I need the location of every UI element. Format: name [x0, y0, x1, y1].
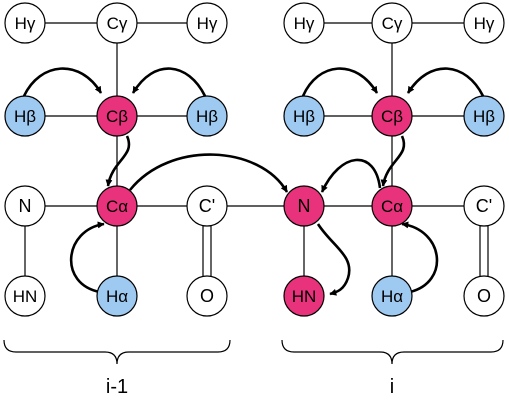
- arrow-ca-to-n-res2: [320, 158, 382, 193]
- atom-circle: [4, 95, 46, 137]
- atom-circle: [463, 185, 505, 227]
- atom-label: Hα: [106, 287, 128, 306]
- atom-label: Hβ: [473, 107, 495, 126]
- atom-cb-res1: Cβ: [96, 95, 138, 137]
- atom-circle: [463, 95, 505, 137]
- residue-label-i: i: [390, 376, 394, 398]
- atom-ca-res1: Cα: [96, 185, 138, 227]
- atom-circle: [283, 95, 325, 137]
- atom-circle: [96, 275, 138, 317]
- atom-label: Cγ: [382, 14, 403, 33]
- atom-label: Hβ: [196, 107, 218, 126]
- arrow-hb-right-to-cb-res2: [406, 67, 485, 97]
- atom-cb-res2: Cβ: [371, 95, 413, 137]
- residue-label-i-minus-1: i-1: [106, 376, 128, 398]
- atom-c-res2: C': [463, 185, 505, 227]
- atom-cg-res1: Cγ: [96, 2, 138, 44]
- atom-label: Hα: [381, 287, 403, 306]
- atom-circle: [283, 185, 325, 227]
- atom-hb-left-res1: Hβ: [4, 95, 46, 137]
- atom-hb-right-res2: Hβ: [463, 95, 505, 137]
- atom-o-res1: O: [186, 275, 228, 317]
- transfer-arrows: [22, 67, 485, 296]
- atom-circle: [96, 2, 138, 44]
- atom-circle: [463, 2, 505, 44]
- atom-label: C': [199, 196, 215, 216]
- atom-ha-res1: Hα: [96, 275, 138, 317]
- arrow-ha-to-ca-res2: [401, 221, 439, 294]
- atom-circle: [186, 185, 228, 227]
- atom-label: Cγ: [107, 14, 128, 33]
- atom-label: N: [19, 196, 32, 216]
- atom-ha-res2: Hα: [371, 275, 413, 317]
- atom-o-res2: O: [463, 275, 505, 317]
- atom-label: HN: [292, 287, 317, 306]
- arrow-ca-res1-to-n-res2: [128, 153, 289, 193]
- arrow-cb-to-ca-res1: [105, 135, 131, 187]
- brace-residue-i-minus-1: [3, 339, 231, 365]
- residue-braces: [3, 339, 504, 365]
- arrow-n-to-hn-res2: [316, 223, 351, 296]
- atom-circle: [4, 185, 46, 227]
- arrow-ha-to-ca-res1: [69, 221, 105, 294]
- arrow-cb-to-ca-res2: [380, 135, 406, 187]
- atom-label: Cα: [381, 197, 403, 216]
- atom-n-res1: N: [4, 185, 46, 227]
- atom-label: Hγ: [15, 14, 36, 33]
- atom-circle: [186, 2, 228, 44]
- atom-label: Hβ: [14, 107, 36, 126]
- atom-hg-left-res1: Hγ: [4, 2, 46, 44]
- atom-circle: [4, 2, 46, 44]
- atom-circle: [96, 95, 138, 137]
- atom-hg-left-res2: Hγ: [283, 2, 325, 44]
- atom-circle: [371, 2, 413, 44]
- atom-hb-left-res2: Hβ: [283, 95, 325, 137]
- atom-label: O: [200, 286, 214, 306]
- atom-label: Hγ: [197, 14, 218, 33]
- atom-hn-res2: HN: [283, 275, 325, 317]
- atom-label: Hγ: [474, 14, 495, 33]
- atom-n-res2: N: [283, 185, 325, 227]
- atom-ca-res2: Cα: [371, 185, 413, 227]
- atom-hg-right-res2: Hγ: [463, 2, 505, 44]
- atom-circle: [96, 185, 138, 227]
- atom-label: HN: [13, 287, 38, 306]
- atom-label: Hβ: [293, 107, 315, 126]
- atom-circle: [186, 275, 228, 317]
- bonds: [24, 22, 489, 296]
- arrow-hb-left-to-cb-res1: [22, 67, 103, 97]
- atom-label: N: [298, 196, 311, 216]
- atom-label: O: [477, 286, 491, 306]
- atom-label: Cβ: [381, 107, 403, 126]
- atom-label: Cα: [106, 197, 128, 216]
- atom-hb-right-res1: Hβ: [186, 95, 228, 137]
- atom-circle: [371, 185, 413, 227]
- atom-circle: [4, 275, 46, 317]
- atom-label: C': [476, 196, 492, 216]
- atom-circle: [371, 275, 413, 317]
- atom-label: Hγ: [294, 14, 315, 33]
- atom-circle: [371, 95, 413, 137]
- atom-c-res1: C': [186, 185, 228, 227]
- atom-circle: [283, 2, 325, 44]
- atom-label: Cβ: [106, 107, 128, 126]
- atom-circle: [283, 275, 325, 317]
- arrow-hb-left-to-cb-res2: [301, 67, 379, 97]
- atom-hg-right-res1: Hγ: [186, 2, 228, 44]
- atom-cg-res2: Cγ: [371, 2, 413, 44]
- atom-circle: [463, 275, 505, 317]
- atom-circle: [186, 95, 228, 137]
- arrow-hb-right-to-cb-res1: [131, 67, 207, 97]
- atom-hn-res1: HN: [4, 275, 46, 317]
- brace-residue-i: [281, 339, 504, 365]
